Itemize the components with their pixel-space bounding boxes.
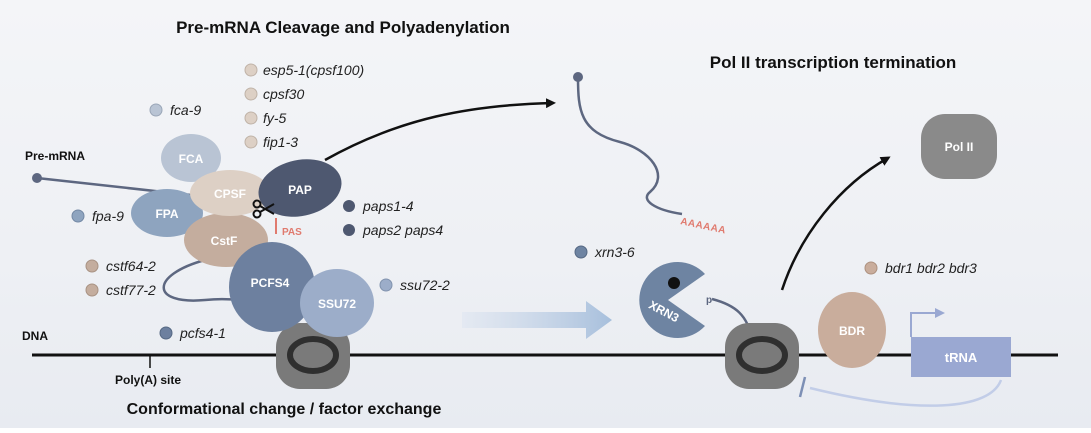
cstf-label: CstF xyxy=(211,234,238,248)
trna-inhibition-curve xyxy=(809,379,1003,407)
xrn36-dot xyxy=(574,245,588,259)
trna-gene xyxy=(911,337,1011,377)
fpa9-mutant: fpa-9 xyxy=(92,208,124,224)
bdr-label: BDR xyxy=(839,324,865,338)
transition-arrow xyxy=(462,301,612,339)
xrn3-protein xyxy=(639,262,705,338)
cstf64-dot xyxy=(85,259,99,273)
title-conformational-change: Conformational change / factor exchange xyxy=(127,401,442,418)
xrn3-eye xyxy=(668,277,680,289)
fca9-mutant: fca-9 xyxy=(170,102,201,118)
ssu72-dot xyxy=(379,278,393,292)
pol2-left-ring xyxy=(287,336,339,374)
pcfs4-protein xyxy=(229,242,315,332)
ssu72-protein xyxy=(300,269,374,337)
pol2-left xyxy=(276,323,350,389)
trna-promoter-arrowhead xyxy=(935,308,945,318)
pap-label: PAP xyxy=(288,183,312,197)
cstf77-mutant: cstf77-2 xyxy=(106,282,156,298)
fpa9-dot xyxy=(71,209,85,223)
polya-tail-label: AAAAAA xyxy=(679,216,727,236)
pap-protein xyxy=(258,159,342,217)
trna-label: tRNA xyxy=(945,350,978,365)
pcfs4-dot xyxy=(159,326,173,340)
cstf64-mutant: cstf64-2 xyxy=(106,258,156,274)
pol2-right-ring xyxy=(736,336,788,374)
fca-label: FCA xyxy=(179,152,204,166)
fca-protein xyxy=(161,134,221,182)
bdr-dot xyxy=(864,261,878,275)
trna-promoter-arrow xyxy=(910,312,937,337)
pas-label: PAS xyxy=(282,227,302,238)
pcfs4-label: PCFS4 xyxy=(251,276,290,290)
xrn36-mutant: xrn3-6 xyxy=(594,244,635,260)
fpa-protein xyxy=(131,189,203,237)
fpa-label: FPA xyxy=(155,207,178,221)
ssu72-label: SSU72 xyxy=(318,297,356,311)
cpsf30-mutant: cpsf30 xyxy=(263,86,304,102)
paps14-mutant: paps1-4 xyxy=(362,198,414,214)
title-cleavage-polyadenylation: Pre-mRNA Cleavage and Polyadenylation xyxy=(176,18,510,37)
released-pol2-label: Pol II xyxy=(945,140,974,154)
paps24-dot xyxy=(343,224,355,236)
title-transcription-termination: Pol II transcription termination xyxy=(710,53,957,72)
fca9-dot xyxy=(149,103,163,117)
cstf77-dot xyxy=(85,283,99,297)
esp5-mutant: esp5-1(cpsf100) xyxy=(263,62,364,78)
bdr-mutant: bdr1 bdr2 bdr3 xyxy=(885,260,977,276)
pol2-right xyxy=(725,323,799,389)
cpsf-protein xyxy=(190,170,270,216)
ssu72-mutant: ssu72-2 xyxy=(400,277,450,293)
paps14-dot xyxy=(343,200,355,212)
released-pol2 xyxy=(921,114,997,179)
paps24-mutant: paps2 paps4 xyxy=(362,222,443,238)
bdr-protein xyxy=(818,292,886,368)
esp5-dot xyxy=(244,63,258,77)
phosphate-label: p xyxy=(706,295,712,306)
fy5-dot xyxy=(244,111,258,125)
cleavage-arrow xyxy=(324,98,556,162)
scissors-icon xyxy=(252,199,275,219)
released-rna-strand xyxy=(576,76,683,216)
dna-label: DNA xyxy=(22,329,48,343)
fy5-mutant: fy-5 xyxy=(263,110,287,126)
cpsf30-dot xyxy=(244,87,258,101)
pcfs4-mutant: pcfs4-1 xyxy=(179,325,226,341)
fip13-mutant: fip1-3 xyxy=(263,134,298,150)
termination-arrow xyxy=(780,156,891,291)
polya-site-label: Poly(A) site xyxy=(115,373,181,387)
inhibition-bar xyxy=(798,376,807,398)
cpsf-label: CPSF xyxy=(214,187,246,201)
pre-mrna-label: Pre-mRNA xyxy=(25,149,85,163)
fip13-dot xyxy=(244,135,258,149)
